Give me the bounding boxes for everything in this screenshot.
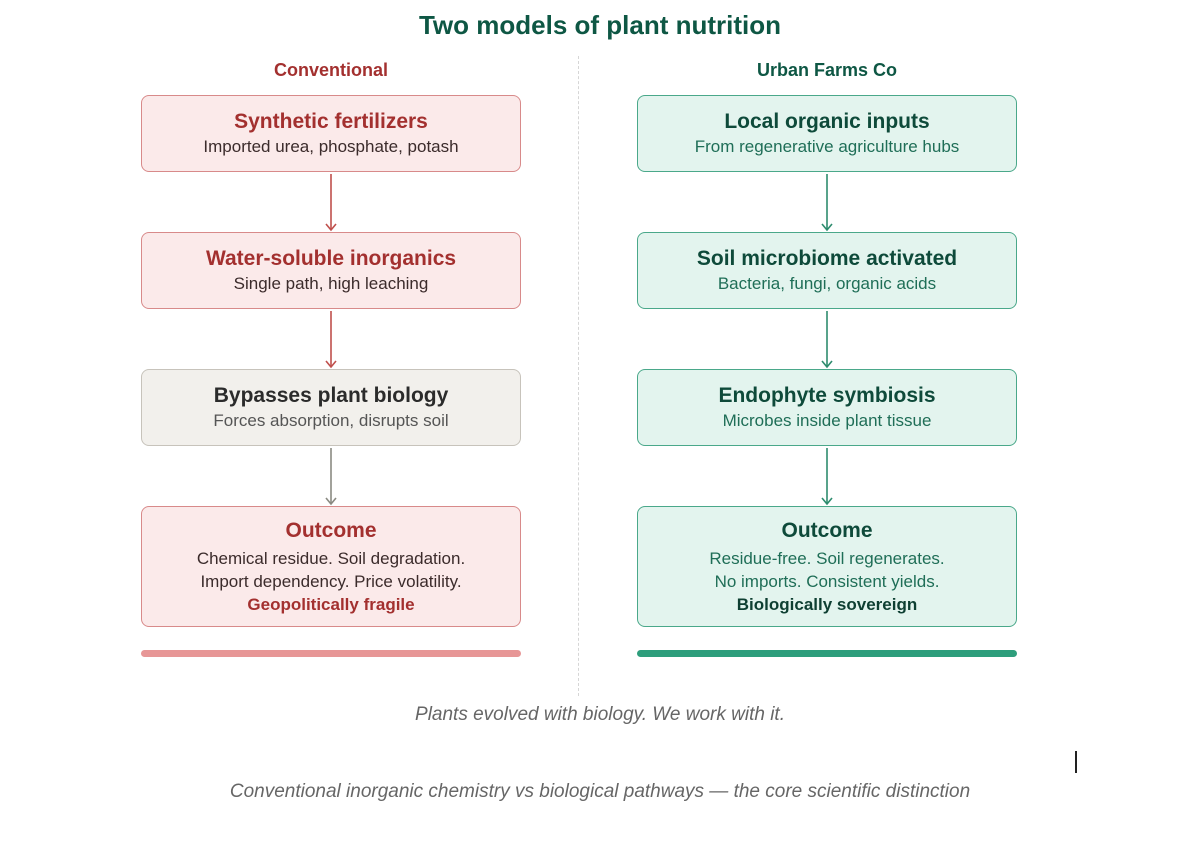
tagline: Plants evolved with biology. We work wit… bbox=[415, 704, 785, 725]
outcome-line: Import dependency. Price volatility. bbox=[200, 571, 462, 591]
column-divider bbox=[578, 56, 579, 696]
box-subtitle: Bacteria, fungi, organic acids bbox=[717, 274, 937, 293]
outcome-line: Chemical residue. Soil degradation. bbox=[196, 548, 466, 568]
urban-farms-heading: Urban Farms Co bbox=[756, 60, 898, 80]
box-title: Synthetic fertilizers bbox=[234, 110, 428, 133]
arrow-down-icon bbox=[325, 311, 337, 369]
box-synthetic-fertilizers: Synthetic fertilizers Imported urea, pho… bbox=[141, 95, 521, 172]
arrow-down-icon bbox=[821, 311, 833, 369]
arrow-down-icon bbox=[821, 448, 833, 506]
box-title: Soil microbiome activated bbox=[696, 247, 958, 270]
box-title: Water-soluble inorganics bbox=[205, 247, 457, 270]
box-subtitle: Forces absorption, disrupts soil bbox=[213, 411, 449, 430]
arrow-down-icon bbox=[821, 174, 833, 232]
box-subtitle: Microbes inside plant tissue bbox=[722, 411, 932, 430]
box-endophyte-symbiosis: Endophyte symbiosis Microbes inside plan… bbox=[637, 369, 1017, 446]
outcome-line: No imports. Consistent yields. bbox=[714, 571, 940, 591]
box-title: Outcome bbox=[285, 518, 377, 542]
caption: Conventional inorganic chemistry vs biol… bbox=[229, 781, 971, 802]
box-title: Endophyte symbiosis bbox=[718, 384, 936, 407]
box-title: Outcome bbox=[781, 518, 873, 542]
box-title: Bypasses plant biology bbox=[213, 384, 449, 407]
urban-farms-bar bbox=[637, 650, 1017, 657]
box-subtitle: Imported urea, phosphate, potash bbox=[203, 137, 459, 156]
text-cursor bbox=[1075, 751, 1077, 773]
box-water-soluble-inorganics: Water-soluble inorganics Single path, hi… bbox=[141, 232, 521, 309]
box-soil-microbiome: Soil microbiome activated Bacteria, fung… bbox=[637, 232, 1017, 309]
box-local-organic-inputs: Local organic inputs From regenerative a… bbox=[637, 95, 1017, 172]
conventional-heading: Conventional bbox=[273, 60, 388, 80]
diagram-title: Two models of plant nutrition bbox=[418, 10, 782, 40]
box-subtitle: From regenerative agriculture hubs bbox=[694, 137, 960, 156]
conventional-bar bbox=[141, 650, 521, 657]
box-subtitle: Single path, high leaching bbox=[233, 274, 429, 293]
outcome-emphasis: Geopolitically fragile bbox=[247, 594, 415, 614]
box-conventional-outcome: Outcome Chemical residue. Soil degradati… bbox=[141, 506, 521, 627]
arrow-down-icon bbox=[325, 174, 337, 232]
box-title: Local organic inputs bbox=[724, 110, 930, 133]
outcome-line: Residue-free. Soil regenerates. bbox=[709, 548, 945, 568]
arrow-down-icon bbox=[325, 448, 337, 506]
box-urban-outcome: Outcome Residue-free. Soil regenerates. … bbox=[637, 506, 1017, 627]
box-bypasses-plant-biology: Bypasses plant biology Forces absorption… bbox=[141, 369, 521, 446]
outcome-emphasis: Biologically sovereign bbox=[736, 594, 918, 614]
